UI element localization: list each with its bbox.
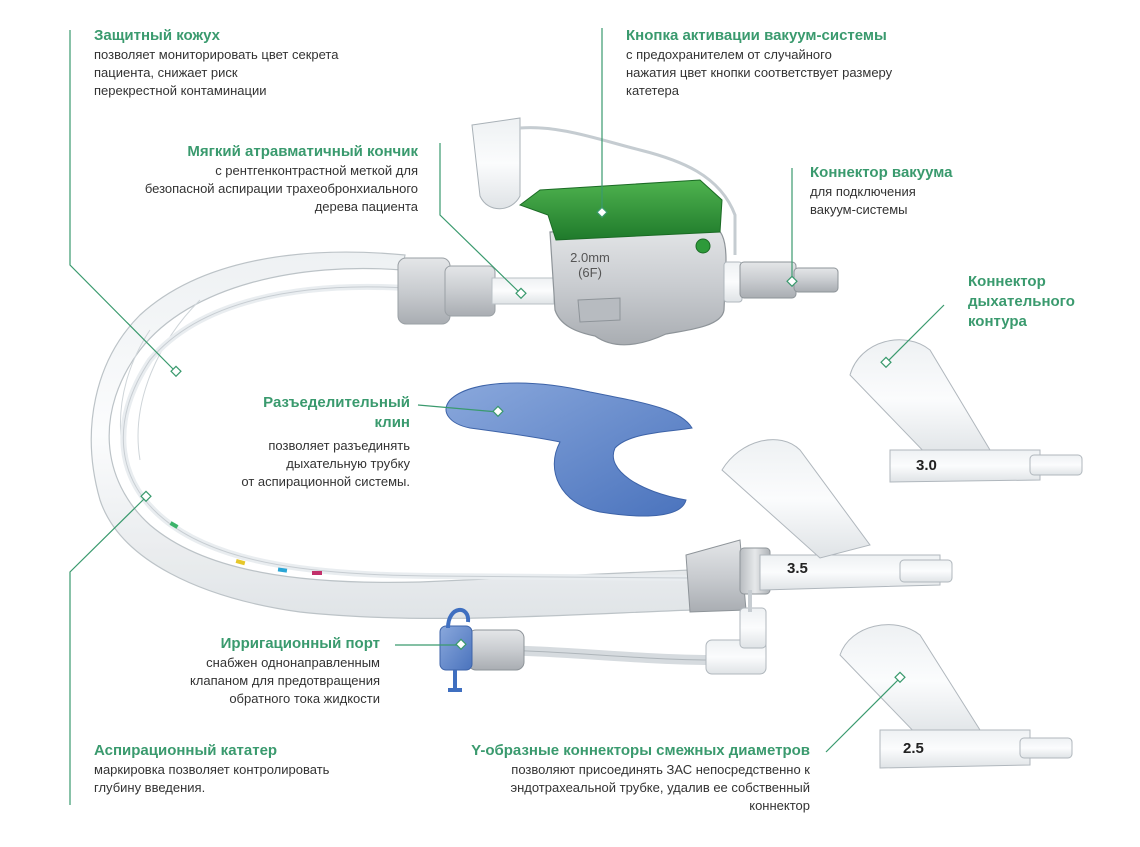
callout-desc: с предохранителем от случайного нажатия … <box>626 47 893 98</box>
connector-size-3-5: 3.5 <box>787 560 808 577</box>
callout-breathing-connector: Коннектор дыхательного контура <box>968 272 1118 332</box>
callout-title: Ирригационный порт <box>220 635 380 652</box>
callout-title: Кнопка активации вакуум-системы <box>626 27 887 44</box>
callout-sheath: Защитный кожух позволяет мониторировать … <box>94 26 424 100</box>
callout-soft-tip: Мягкий атравматичный кончик с рентгенкон… <box>100 142 418 216</box>
separation-wedge-shape <box>445 382 693 517</box>
catheter-size-label: 2.0mm (6F) <box>570 250 610 280</box>
callout-desc: для подключения вакуум-системы <box>810 184 916 217</box>
callout-desc: с рентгенконтрастной меткой для безопасн… <box>144 163 418 214</box>
callout-desc: позволяет разъединять дыхательную трубку… <box>241 438 410 489</box>
callout-title: Аспирационный кататер <box>94 742 278 759</box>
connector-size-3-0: 3.0 <box>916 457 937 474</box>
callout-wedge: Разъеделительный клин позволяет разъедин… <box>200 393 410 491</box>
callout-title: Разъеделительный клин <box>263 394 410 431</box>
callout-irrigation-port: Ирригационный порт снабжен однонаправлен… <box>130 634 380 708</box>
callout-desc: маркировка позволяет контролировать глуб… <box>94 762 330 795</box>
callout-title: Коннектор дыхательного контура <box>968 273 1075 330</box>
callout-title: Коннектор вакуума <box>810 164 953 181</box>
callout-title: Мягкий атравматичный кончик <box>187 143 418 160</box>
callout-title: Y-образные коннекторы смежных диаметров <box>471 742 810 759</box>
protective-sheath <box>90 251 693 619</box>
leader-lines <box>69 28 945 805</box>
vacuum-button-green <box>518 179 723 241</box>
callout-catheter: Аспирационный кататер маркировка позволя… <box>94 741 424 797</box>
callout-title: Защитный кожух <box>94 27 220 44</box>
callout-vacuum-button: Кнопка активации вакуум-системы с предох… <box>626 26 966 100</box>
callout-y-connectors: Y-образные коннекторы смежных диаметров … <box>400 741 810 815</box>
callout-desc: позволяют присоединять ЗАС непосредствен… <box>510 762 810 813</box>
callout-desc: снабжен однонаправленным клапаном для пр… <box>189 655 380 706</box>
callout-desc: позволяет мониторировать цвет секрета па… <box>94 47 339 98</box>
connector-size-2-5: 2.5 <box>903 740 924 757</box>
callout-vacuum-connector: Коннектор вакуума для подключения вакуум… <box>810 163 1050 219</box>
